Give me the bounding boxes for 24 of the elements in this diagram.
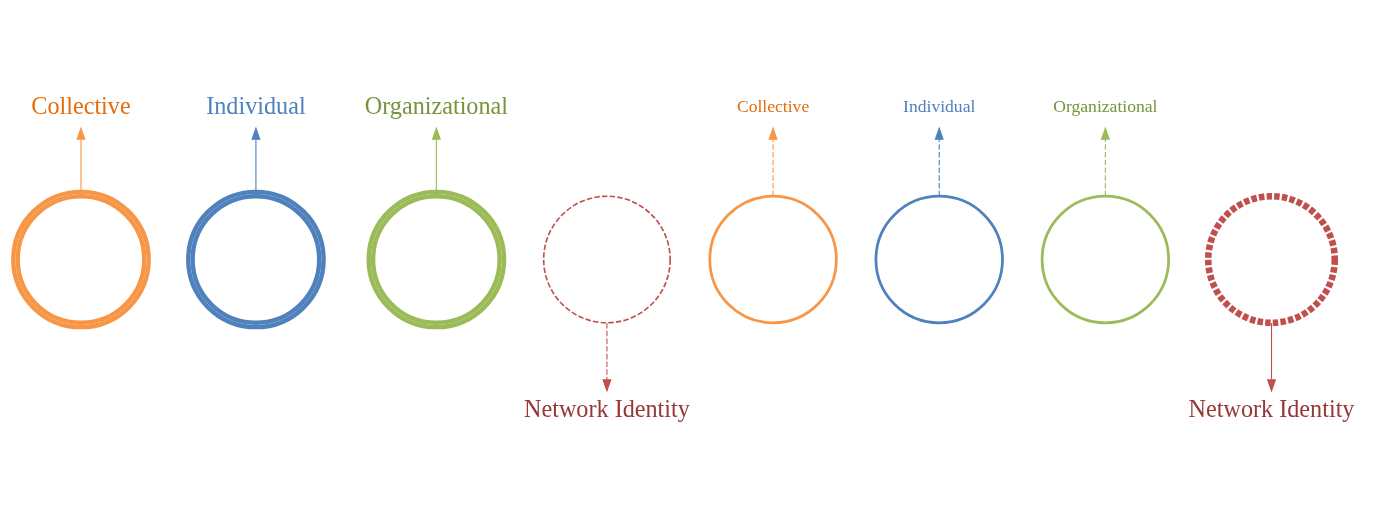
node-text: Collective [736, 95, 810, 116]
arrow [934, 126, 944, 197]
arrow [76, 126, 86, 192]
node-circle [874, 194, 1004, 324]
arrow [1266, 321, 1277, 392]
node-text: Network Identity [523, 394, 690, 422]
arrow [1100, 126, 1110, 197]
node-text: Individual [903, 95, 976, 116]
node-circle [1204, 192, 1339, 326]
arrow [602, 321, 612, 392]
node-circle [542, 194, 671, 324]
node-circle [366, 189, 507, 329]
node-circle [11, 189, 151, 329]
node-circle [186, 189, 326, 329]
node-circle [1040, 194, 1170, 324]
node-text: Organizational [364, 91, 509, 119]
node-text: Individual [206, 91, 306, 119]
arrow [768, 126, 778, 197]
node-circle [708, 194, 838, 324]
node-text: Collective [31, 91, 131, 119]
node-text: Organizational [1053, 95, 1158, 116]
arrow [431, 126, 441, 192]
node-text: Network Identity [1188, 394, 1355, 422]
arrow [251, 126, 261, 192]
